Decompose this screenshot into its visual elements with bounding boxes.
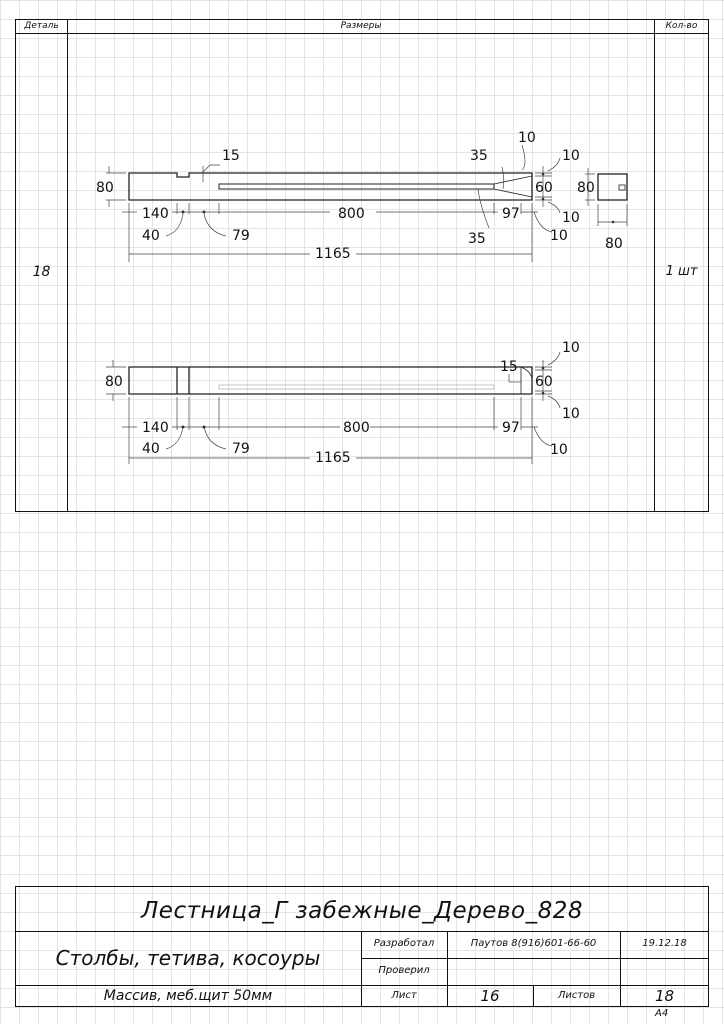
top-dim-10-right-top: 10 [562, 148, 580, 164]
top-dim-10-right-bottom: 10 [562, 210, 580, 226]
top-dim-total: 1165 [315, 246, 351, 262]
bottom-view-beam [128, 366, 533, 395]
top-dim-140: 140 [142, 206, 169, 222]
top-view-beam [128, 172, 533, 201]
bottom-dim-10-bottom: 10 [562, 406, 580, 422]
sheet-title: Столбы, тетива, косоуры [55, 946, 321, 970]
bottom-dim-10-top: 10 [562, 340, 580, 356]
top-dim-10-top: 10 [518, 130, 536, 146]
quantity-cell [654, 33, 709, 512]
bottom-dim-height: 80 [105, 374, 123, 390]
top-dim-40: 40 [142, 228, 160, 244]
developed-label: Разработал [373, 938, 435, 949]
bottom-dim-15: 15 [500, 359, 518, 375]
header-qty-label: Кол-во [665, 21, 698, 31]
top-dim-800: 800 [338, 206, 365, 222]
sheet-label: Лист [391, 990, 417, 1001]
part-quantity: 1 шт [665, 264, 698, 279]
sheet-number: 16 [480, 987, 500, 1005]
tb-vline-4 [620, 931, 621, 1007]
tb-vline-2 [447, 931, 448, 1007]
bottom-dim-97: 97 [502, 420, 520, 436]
title-block [15, 886, 709, 1007]
top-dim-10-end: 10 [550, 228, 568, 244]
sheets-total: 18 [654, 987, 675, 1005]
section-dim-height: 80 [577, 180, 595, 196]
tb-hline-1 [361, 958, 709, 959]
section-dim-width: 80 [605, 236, 623, 252]
top-dim-60: 60 [535, 180, 553, 196]
bottom-dim-140: 140 [142, 420, 169, 436]
top-dim-79: 79 [232, 228, 250, 244]
material: Массив, меб.щит 50мм [103, 988, 273, 1004]
section-square [597, 173, 628, 201]
date: 19.12.18 [642, 938, 687, 949]
top-dim-notch: 15 [222, 148, 240, 164]
bottom-dim-total: 1165 [315, 450, 351, 466]
header-dims-label: Размеры [340, 21, 382, 31]
technical-drawing: 80 15 140 40 79 800 35 35 97 10 10 60 10… [96, 130, 628, 466]
part-number: 18 [32, 264, 51, 280]
developer-name: Паутов 8(916)601-66-60 [470, 938, 597, 949]
part-number-cell [15, 33, 68, 512]
tb-vline-3 [533, 985, 534, 1007]
top-dim-height: 80 [96, 180, 114, 196]
checked-label: Проверил [378, 965, 430, 976]
top-dim-35-bottom: 35 [468, 231, 486, 247]
tb-vline-1 [361, 931, 362, 1007]
sheets-label: Листов [557, 990, 596, 1001]
tb-hline-2 [15, 985, 709, 986]
top-dim-97: 97 [502, 206, 520, 222]
top-dim-35-top: 35 [470, 148, 488, 164]
paper-format: A4 [655, 1008, 669, 1019]
bottom-dim-60: 60 [535, 374, 553, 390]
bottom-dim-800: 800 [343, 420, 370, 436]
header-part-label: Деталь [24, 21, 59, 31]
bottom-dim-10-end: 10 [550, 442, 568, 458]
project-title: Лестница_Г забежные_Дерево_828 [141, 898, 583, 924]
title-block-divider [15, 931, 709, 932]
bottom-dim-40: 40 [142, 441, 160, 457]
bottom-dim-79: 79 [232, 441, 250, 457]
top-view-groove [218, 183, 495, 190]
